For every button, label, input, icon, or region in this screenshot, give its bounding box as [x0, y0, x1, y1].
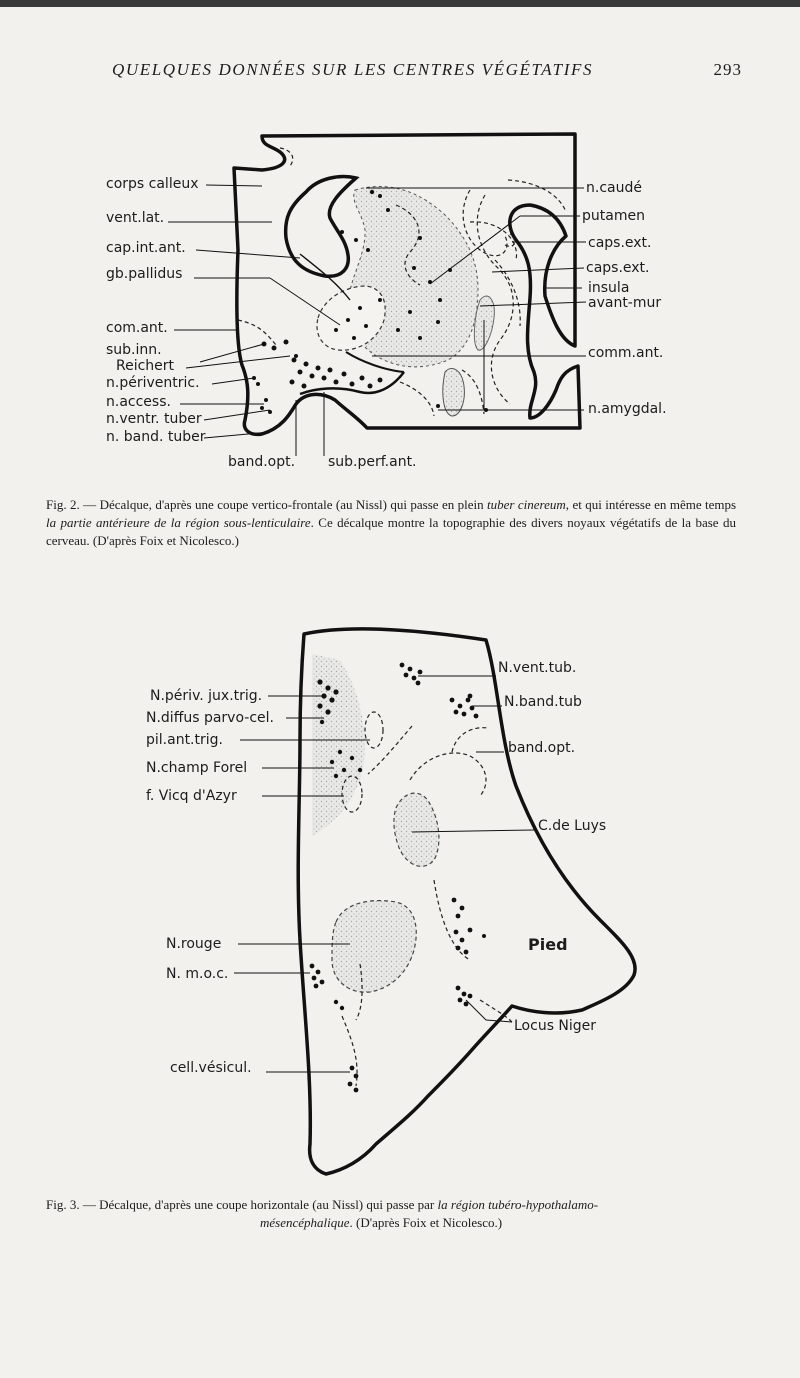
fig3-label-n-rouge: N.rouge	[166, 936, 221, 952]
fig3-label-pied: Pied	[528, 935, 568, 954]
page-header: QUELQUES DONNÉES SUR LES CENTRES VÉGÉTAT…	[112, 60, 742, 88]
fig2-caption-dash: —	[83, 497, 97, 512]
page-number: 293	[713, 60, 742, 79]
fig2-label-n-periventric: n.périventric.	[106, 375, 200, 391]
fig3-caption-italic2: mésencéphalique	[260, 1215, 350, 1230]
fig3-label-cell-vesicul: cell.vésicul.	[170, 1060, 252, 1076]
fig2-label-reichert: Reichert	[116, 358, 175, 374]
figure-2-diagram	[168, 132, 587, 456]
fig3-label-n-champ-forel: N.champ Forel	[146, 760, 247, 776]
fig3-caption-italic1: la région tubéro-hypothalamo-	[437, 1197, 599, 1212]
fig3-stippled-zone	[312, 654, 365, 836]
fig2-label-n-amygdal: n.amygdal.	[588, 401, 667, 417]
fig2-comm-ant-line	[345, 351, 405, 373]
fig3-caption-part1: Décalque, d'après une coupe horizontale …	[99, 1197, 435, 1212]
fig3-leader-lines	[234, 675, 535, 1073]
fig2-caption-part3: . Ce décalque montre la topographie des …	[46, 515, 736, 548]
fig2-label-putamen: putamen	[582, 208, 645, 224]
fig2-caption-label: Fig. 2.	[46, 497, 80, 512]
fig2-label-n-band-tuber: n. band. tuber	[106, 429, 206, 445]
fig2-label-corps-calleux: corps calleux	[106, 176, 198, 192]
fig3-caption-label: Fig. 3.	[46, 1197, 80, 1212]
fig2-label-sub-inn: sub.inn.	[106, 342, 162, 358]
fig3-label-c-de-luys: C.de Luys	[538, 818, 606, 834]
fig2-cell-dots	[252, 189, 488, 414]
fig3-dashed-contours	[341, 711, 513, 1087]
fig2-amygdala	[442, 368, 465, 417]
fig3-label-n-moc: N. m.o.c.	[166, 966, 228, 982]
fig3-cell-dots	[309, 662, 486, 1093]
figure-3-diagram	[234, 627, 637, 1176]
fig2-label-com-ant: com.ant.	[106, 320, 168, 336]
fig2-caption-italic1: tuber cinereum	[487, 497, 566, 512]
fig3-section-outline	[296, 627, 637, 1176]
fig3-n-rouge	[331, 900, 417, 993]
fig3-label-pil-ant-trig: pil.ant.trig.	[146, 732, 223, 748]
fig2-label-sub-perf-ant: sub.perf.ant.	[328, 454, 417, 470]
fig2-internal-capsule	[299, 253, 351, 301]
fig2-label-cap-int-ant: cap.int.ant.	[106, 240, 186, 256]
figure-2-labels: corps calleux vent.lat. cap.int.ant. gb.…	[106, 176, 667, 470]
fig2-pallidus	[316, 285, 386, 351]
fig2-label-insula: insula	[588, 280, 629, 296]
fig2-label-gb-pallidus: gb.pallidus	[106, 266, 182, 282]
fig2-label-comm-ant: comm.ant.	[588, 345, 663, 361]
figure-3-caption: Fig. 3. — Décalque, d'après une coupe ho…	[46, 1196, 746, 1232]
fig3-label-f-vicq-dazyr: f. Vicq d'Azyr	[146, 788, 237, 804]
fig3-label-n-periv-jux-trig: N.périv. jux.trig.	[150, 688, 262, 704]
fig3-label-n-band-tub: N.band.tub	[504, 694, 582, 710]
fig2-label-caps-ext-2: caps.ext.	[586, 260, 650, 276]
running-title: QUELQUES DONNÉES SUR LES CENTRES VÉGÉTAT…	[112, 60, 594, 79]
fig3-label-locus-niger: Locus Niger	[514, 1018, 596, 1034]
fig2-section-outline	[232, 132, 582, 437]
fig2-caption-part2: , et qui intéresse en même temps	[565, 497, 737, 512]
fig2-optic-band	[299, 371, 405, 396]
fig2-label-n-access: n.access.	[106, 394, 171, 410]
fig2-label-caps-ext-1: caps.ext.	[588, 235, 652, 251]
fig3-caption-part2: . (D'après Foix et Nicolesco.)	[349, 1215, 503, 1230]
fig2-label-vent-lat: vent.lat.	[106, 210, 164, 226]
fig2-label-n-ventr-tuber: n.ventr. tuber	[106, 411, 202, 427]
fig2-caption-italic2: la partie antérieure de la région sous-l…	[46, 515, 311, 530]
fig3-label-n-diffus-parvo-cel: N.diffus parvo-cel.	[146, 710, 274, 726]
fig3-label-band-opt: band.opt.	[508, 740, 575, 756]
fig2-label-n-caude: n.caudé	[586, 180, 642, 196]
fig3-c-de-luys	[393, 792, 440, 867]
figure-3-labels: N.périv. jux.trig. N.diffus parvo-cel. p…	[146, 660, 606, 1076]
fig3-caption-dash: —	[82, 1197, 96, 1212]
fig2-caption-part1: Décalque, d'après une coupe vertico-fron…	[99, 497, 484, 512]
fig2-label-band-opt: band.opt.	[228, 454, 295, 470]
fig2-label-avant-mur: avant-mur	[588, 295, 661, 311]
fig2-ventricle	[283, 174, 360, 278]
figure-2-caption: Fig. 2. — Décalque, d'après une coupe ve…	[46, 496, 736, 550]
page-top-edge	[0, 0, 800, 7]
fig3-label-n-vent-tub: N.vent.tub.	[498, 660, 576, 676]
fig2-dashed-contours	[237, 147, 567, 417]
fig2-leader-lines	[168, 184, 587, 456]
